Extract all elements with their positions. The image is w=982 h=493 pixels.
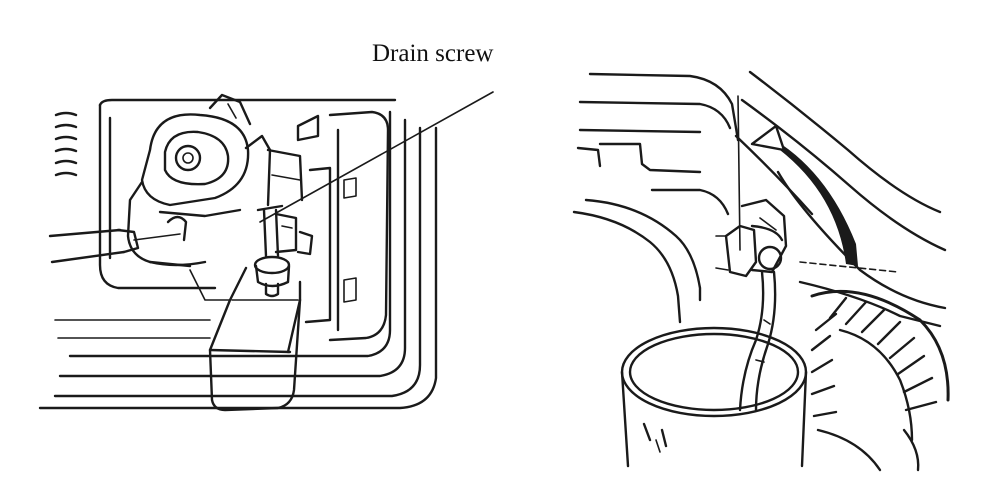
- fuel-can: [620, 326, 808, 468]
- vertical-reference-line: [737, 95, 741, 251]
- spring-coil: [54, 111, 78, 177]
- drain-valve: [715, 198, 788, 278]
- housing-frame: [38, 98, 438, 410]
- fuel-hose: [48, 215, 188, 264]
- rotation-arrow-icon: [750, 124, 858, 266]
- callout-leader-line: [259, 91, 494, 223]
- fuel-stream: [738, 270, 777, 412]
- drain-tube: [256, 204, 284, 258]
- dashed-guide-line: [799, 261, 899, 273]
- cooling-fan: [810, 289, 950, 472]
- right-panel: [572, 70, 950, 472]
- mechanism-plate: [266, 110, 390, 342]
- drain-container: [208, 255, 302, 412]
- left-panel: [38, 91, 494, 412]
- housing-curves: [572, 70, 947, 328]
- carburetor-body: [126, 93, 272, 301]
- drain-screw-label: Drain screw: [372, 40, 494, 67]
